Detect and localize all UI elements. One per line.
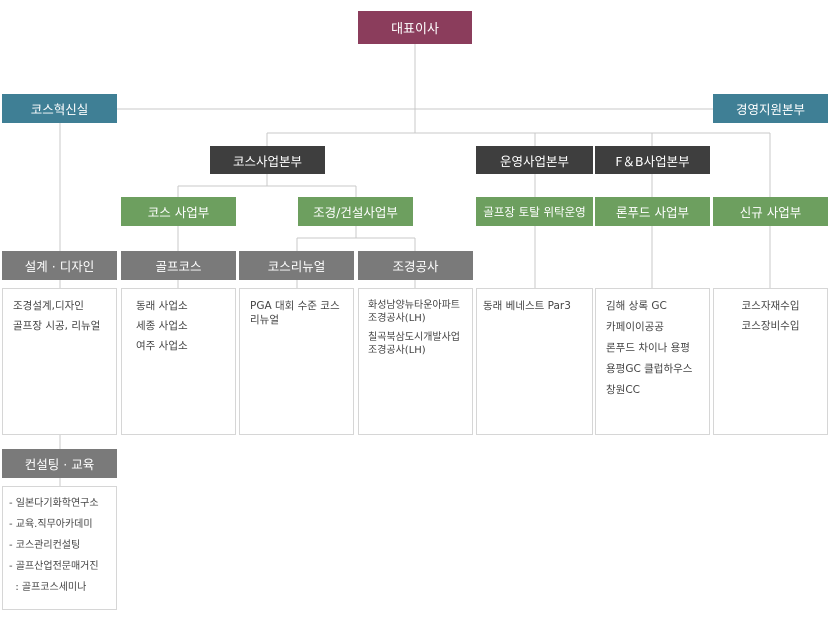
list-item: 칠곡북삼도시개발사업 조경공사(LH)	[368, 332, 460, 356]
list-item: - 교육.직무아카데미	[9, 519, 93, 530]
total-consignment-box: 골프장 토탈 위탁운영	[476, 197, 593, 226]
list-item: 동래 베네스트 Par3	[483, 300, 571, 312]
consulting-education-box: 컨설팅 · 교육	[2, 449, 117, 478]
list-item: 창원CC	[606, 384, 640, 396]
list-item: : 골프코스세미나	[9, 582, 87, 593]
list-item: 코스자재수입	[741, 300, 800, 312]
list-item: 동래 사업소	[136, 300, 188, 312]
construction-items-panel: 화성남양뉴타운아파트 조경공사(LH) 칠곡북삼도시개발사업 조경공사(LH)	[358, 288, 473, 435]
new-business-items-panel: 코스자재수입 코스장비수입	[713, 288, 828, 435]
list-item: 화성남양뉴타운아파트 조경공사(LH)	[368, 300, 460, 324]
list-item: - 일본다기화학연구소	[9, 498, 99, 509]
lonfood-division-box: 론푸드 사업부	[595, 197, 710, 226]
golf-course-items-panel: 동래 사업소 세종 사업소 여주 사업소	[121, 288, 236, 435]
consignment-items-panel: 동래 베네스트 Par3	[476, 288, 593, 435]
landscape-construction-team-box: 조경공사	[358, 251, 473, 280]
golf-course-team-box: 골프코스	[121, 251, 236, 280]
list-item: 여주 사업소	[136, 340, 188, 352]
ceo-box: 대표이사	[358, 11, 472, 44]
list-item: 세종 사업소	[136, 320, 188, 332]
course-division-box: 코스 사업부	[121, 197, 236, 226]
list-item: 조경설계,디자인	[13, 300, 84, 312]
landscape-construction-division-box: 조경/건설사업부	[298, 197, 413, 226]
list-item: 론푸드 차이나 용평	[606, 342, 690, 354]
course-renewal-team-box: 코스리뉴얼	[239, 251, 354, 280]
course-business-hq-box: 코스사업본부	[210, 146, 325, 174]
list-item: 카페이이공공	[606, 321, 664, 333]
list-item: 용평GC 클럽하우스	[606, 363, 693, 375]
new-business-division-box: 신규 사업부	[713, 197, 828, 226]
consulting-items-panel: - 일본다기화학연구소 - 교육.직무아카데미 - 코스관리컨설팅 - 골프산업…	[2, 486, 117, 610]
design-team-box: 설계 · 디자인	[2, 251, 117, 280]
operations-hq-box: 운영사업본부	[476, 146, 593, 174]
list-item: - 골프산업전문매거진	[9, 561, 99, 572]
lonfood-items-panel: 김해 상록 GC 카페이이공공 론푸드 차이나 용평 용평GC 클럽하우스 창원…	[595, 288, 710, 435]
fb-hq-box: F＆B사업본부	[595, 146, 710, 174]
management-support-hq-box: 경영지원본부	[713, 94, 828, 123]
list-item: 코스장비수입	[741, 320, 800, 332]
renewal-items-panel: PGA 대회 수준 코스 리뉴얼	[239, 288, 354, 435]
design-items-panel: 조경설계,디자인 골프장 시공, 리뉴얼	[2, 288, 117, 435]
list-item: 김해 상록 GC	[606, 300, 667, 312]
list-item: 골프장 시공, 리뉴얼	[13, 320, 101, 332]
list-item: PGA 대회 수준 코스 리뉴얼	[250, 300, 340, 326]
innovation-office-box: 코스혁신실	[2, 94, 117, 123]
list-item: - 코스관리컨설팅	[9, 540, 81, 551]
